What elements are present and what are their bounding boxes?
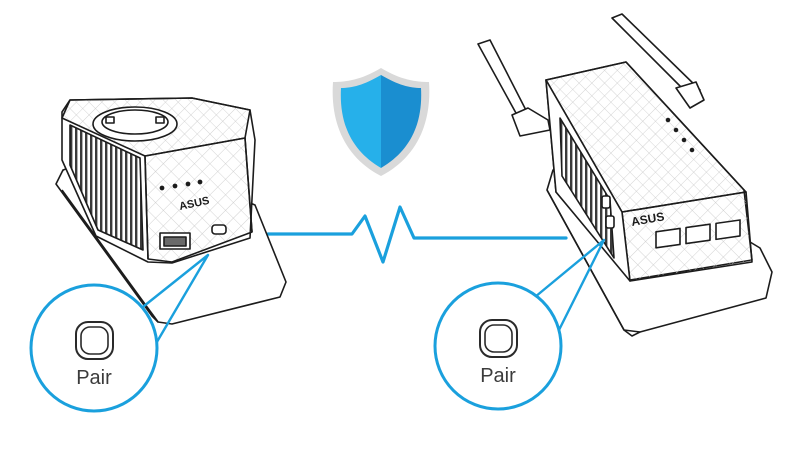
right-adapter-body (545, 61, 753, 282)
left-adapter-body (61, 97, 256, 264)
shield-icon (332, 68, 430, 176)
left-pair-callout: Pair (29, 253, 210, 413)
right-brand-logo: ASUS (630, 209, 665, 229)
right-antenna-right (611, 13, 705, 109)
pair-button-icon (479, 319, 518, 358)
right-adapter: ASUS (477, 13, 773, 337)
signal-wave-icon (266, 205, 568, 264)
left-adapter: ASUS (55, 97, 287, 325)
left-pair-label: Pair (76, 367, 112, 389)
connection-line (266, 205, 568, 264)
right-antenna-left (477, 39, 551, 137)
right-pair-label: Pair (480, 365, 516, 387)
right-pair-callout: Pair (433, 238, 606, 411)
pair-button-icon (75, 321, 114, 360)
